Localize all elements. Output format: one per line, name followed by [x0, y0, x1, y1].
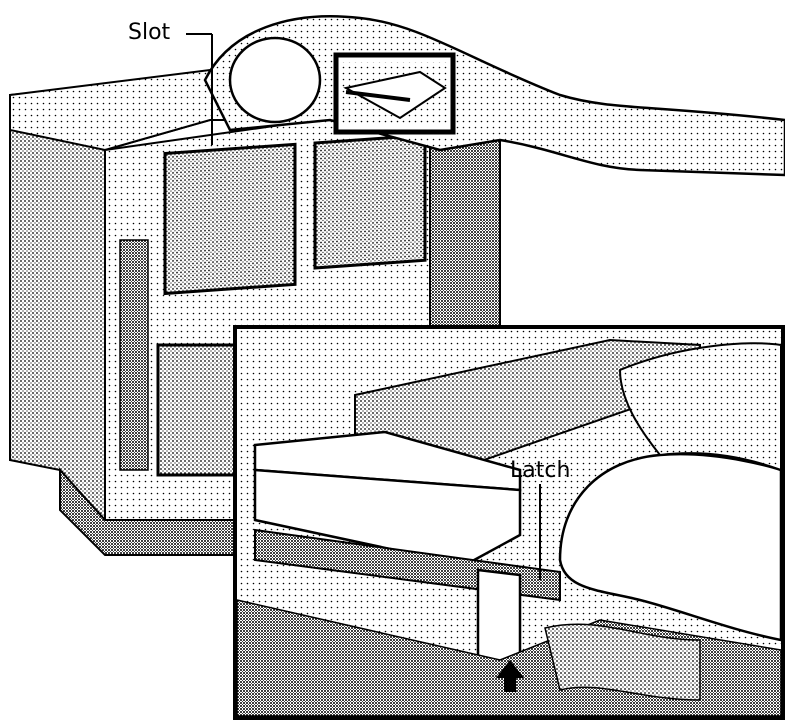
slot-leader: [186, 33, 213, 145]
connector-strip: [119, 239, 149, 471]
computer-case: [9, 68, 501, 556]
detail-indicator-box: [333, 52, 456, 135]
hand-top-thumb: [228, 36, 322, 124]
slot-label: Slot: [128, 20, 171, 45]
chassis-window-1: [163, 142, 297, 296]
chassis-window-2: [313, 133, 427, 270]
latch-label: Latch: [510, 458, 571, 483]
zoom-inset: [233, 325, 785, 720]
hand-zoom-upper: [618, 342, 781, 472]
fabric-fold: [544, 623, 701, 701]
chassis-window-3: [156, 343, 240, 477]
card-block-top: [253, 430, 522, 492]
up-arrow-icon: [496, 660, 524, 692]
card-block-front: [253, 468, 522, 567]
